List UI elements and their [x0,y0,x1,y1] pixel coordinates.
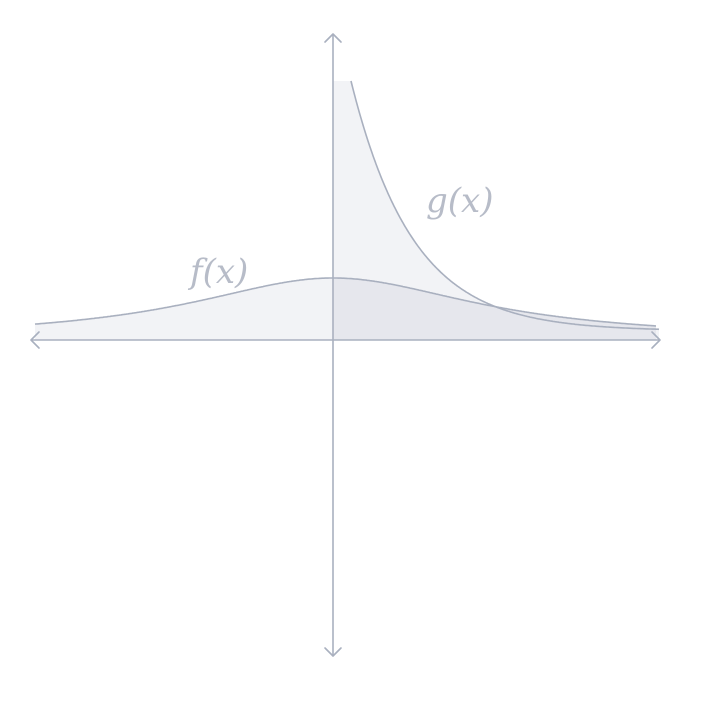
f-curve [34,277,656,327]
g-curve [350,80,660,331]
y-axis-bottom-arrow [324,647,342,657]
y-axis-top-arrow [324,33,342,43]
x-axis-left-arrow [30,331,40,349]
g-label: g(x) [426,181,493,221]
f-label: f(x) [187,252,248,292]
x-axis-right-arrow [651,331,661,349]
overlap-area-region [333,278,656,340]
g-area-region [333,81,659,340]
